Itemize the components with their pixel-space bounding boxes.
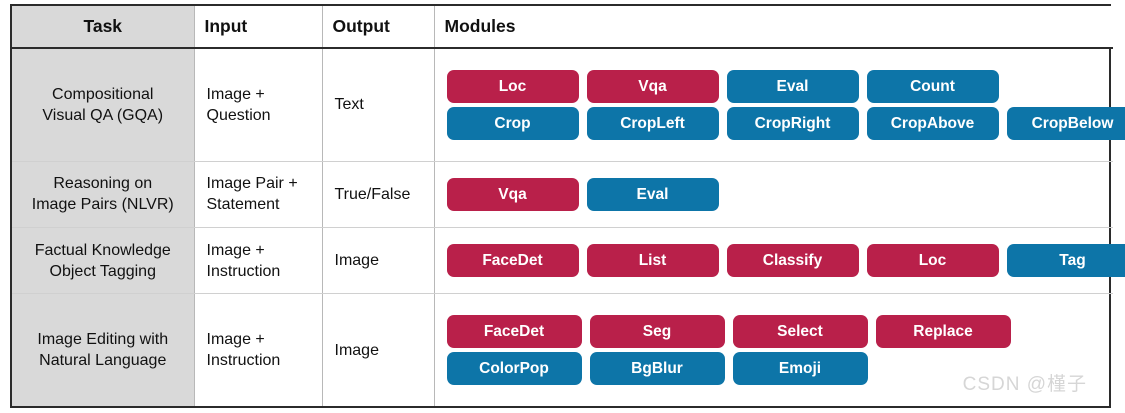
- task-line-2: Visual QA (GQA): [42, 106, 164, 124]
- input-line-2: Statement: [206, 196, 280, 214]
- header-row: Task Input Output Modules: [12, 6, 1113, 49]
- input-line-1: Image Pair +: [206, 175, 298, 193]
- cell-modules: FaceDet List Classify Loc Tag: [434, 227, 1125, 295]
- task-line-1: Compositional: [52, 85, 154, 103]
- module-pill-row: ColorPop BgBlur Emoji: [446, 352, 1108, 386]
- task-line-1: Factual Knowledge: [34, 241, 171, 259]
- module-pill-loc[interactable]: Loc: [866, 244, 999, 278]
- cell-output: True/False: [322, 161, 435, 229]
- module-pill-row: Vqa Eval: [446, 177, 1108, 211]
- module-pill-facedet[interactable]: FaceDet: [446, 244, 579, 278]
- table-row: Reasoning on Image Pairs (NLVR) Image Pa…: [12, 161, 1113, 229]
- module-pill-seg[interactable]: Seg: [589, 315, 725, 349]
- module-pill-replace[interactable]: Replace: [875, 315, 1011, 349]
- module-pill-row: FaceDet Seg Select Replace: [446, 315, 1108, 349]
- cell-task: Compositional Visual QA (GQA): [12, 48, 195, 162]
- input-line-1: Image +: [206, 241, 265, 259]
- module-pill-vqa[interactable]: Vqa: [446, 177, 579, 211]
- task-line-1: Reasoning on: [53, 175, 153, 193]
- cell-modules: FaceDet Seg Select Replace ColorPop BgBl…: [434, 294, 1113, 406]
- module-pill-vqa[interactable]: Vqa: [586, 69, 719, 103]
- cell-input: Image + Instruction: [194, 293, 323, 406]
- module-pill-count[interactable]: Count: [866, 69, 999, 103]
- input-line-2: Instruction: [206, 352, 281, 370]
- module-pill-loc[interactable]: Loc: [446, 69, 579, 103]
- module-pill-colorpop[interactable]: ColorPop: [446, 352, 582, 386]
- module-pill-select[interactable]: Select: [732, 315, 868, 349]
- cell-output: Text: [322, 48, 435, 162]
- module-pill-cropabove[interactable]: CropAbove: [866, 106, 999, 140]
- module-pill-emoji[interactable]: Emoji: [732, 352, 868, 386]
- module-pill-eval[interactable]: Eval: [726, 69, 859, 103]
- module-pill-tag[interactable]: Tag: [1006, 244, 1125, 278]
- module-pill-list[interactable]: List: [586, 244, 719, 278]
- module-pill-crop[interactable]: Crop: [446, 106, 579, 140]
- input-line-1: Image +: [206, 331, 265, 349]
- table-row: Factual Knowledge Object Tagging Image +…: [12, 227, 1125, 295]
- cell-output: Image: [322, 293, 435, 406]
- cell-task: Image Editing with Natural Language: [12, 293, 195, 406]
- module-pill-classify[interactable]: Classify: [726, 244, 859, 278]
- cell-input: Image Pair + Statement: [194, 161, 323, 229]
- module-pill-row: Crop CropLeft CropRight CropAbove CropBe…: [446, 106, 1125, 140]
- module-pill-cropbelow[interactable]: CropBelow: [1006, 106, 1125, 140]
- input-line-2: Question: [206, 106, 271, 124]
- cell-modules: Vqa Eval: [434, 161, 1113, 229]
- module-pill-bgblur[interactable]: BgBlur: [589, 352, 725, 386]
- modules-table-container: Task Input Output Modules Compositional …: [10, 4, 1125, 408]
- cell-input: Image + Instruction: [194, 227, 323, 295]
- module-pill-cropleft[interactable]: CropLeft: [586, 106, 719, 140]
- table-row: Image Editing with Natural Language Imag…: [12, 293, 1113, 406]
- column-header-task: Task: [12, 6, 195, 49]
- table-row: Compositional Visual QA (GQA) Image + Qu…: [12, 48, 1125, 162]
- column-header-output: Output: [322, 6, 435, 49]
- table-body: Compositional Visual QA (GQA) Image + Qu…: [12, 48, 1125, 406]
- column-header-input: Input: [194, 6, 323, 49]
- module-pill-row: Loc Vqa Eval Count: [446, 69, 1108, 103]
- cell-modules: Loc Vqa Eval Count Crop CropLeft CropRig…: [434, 48, 1125, 162]
- module-pill-cropright[interactable]: CropRight: [726, 106, 859, 140]
- cell-output: Image: [322, 227, 435, 295]
- task-line-2: Natural Language: [39, 352, 167, 370]
- cell-input: Image + Question: [194, 48, 323, 162]
- module-pill-eval[interactable]: Eval: [586, 177, 719, 211]
- column-header-modules: Modules: [434, 6, 1113, 49]
- module-pill-row: FaceDet List Classify Loc Tag: [446, 244, 1125, 278]
- input-line-1: Image +: [206, 85, 265, 103]
- task-line-2: Object Tagging: [49, 262, 156, 280]
- cell-task: Reasoning on Image Pairs (NLVR): [12, 161, 195, 229]
- task-line-1: Image Editing with: [37, 331, 169, 349]
- input-line-2: Instruction: [206, 262, 281, 280]
- cell-task: Factual Knowledge Object Tagging: [12, 227, 195, 295]
- module-pill-facedet[interactable]: FaceDet: [446, 315, 582, 349]
- task-line-2: Image Pairs (NLVR): [31, 196, 174, 214]
- table-header: Task Input Output Modules: [12, 6, 1113, 49]
- task-modules-table: Task Input Output Modules Compositional …: [12, 6, 1125, 406]
